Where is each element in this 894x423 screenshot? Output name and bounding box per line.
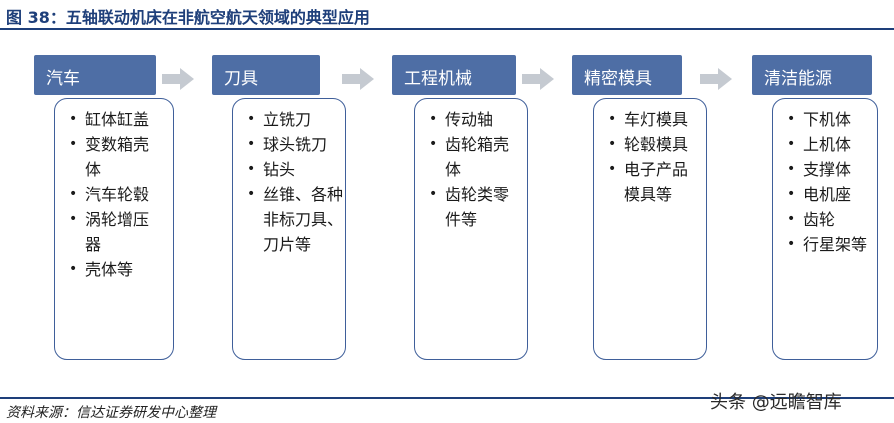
item-list-molds: •车灯模具 •轮毂模具 •电子产品模具等 (593, 98, 707, 360)
list-item: •汽车轮毂 (69, 185, 150, 204)
list-item: •立铣刀 (247, 110, 312, 129)
item-list-auto: •缸体缸盖 •变数箱壳体 •汽车轮毂 •涡轮增压器 •壳体等 (54, 98, 174, 360)
list-item: •车灯模具 (608, 110, 689, 129)
category-header-tools: 刀具 (212, 55, 320, 95)
item-list-tools: •立铣刀 •球头铣刀 •钻头 •丝锥、各种非标刀具、刀片等 (232, 98, 346, 360)
list-item: •传动轴 (429, 110, 494, 129)
category-header-machinery: 工程机械 (392, 55, 516, 95)
list-item: •涡轮增压器 (69, 210, 150, 254)
list-item: •变数箱壳体 (69, 135, 150, 179)
list-item: •齿轮箱壳体 (429, 135, 510, 179)
category-header-auto: 汽车 (34, 55, 156, 95)
flow-arrow-icon (162, 68, 194, 90)
category-header-molds: 精密模具 (572, 55, 682, 95)
item-list-machinery: •传动轴 •齿轮箱壳体 •齿轮类零件等 (414, 98, 528, 360)
item-list-clean-energy: •下机体 •上机体 •支撑体 •电机座 •齿轮 •行星架等 (772, 98, 878, 360)
figure-title: 图 38：五轴联动机床在非航空航天领域的典型应用 (6, 8, 370, 27)
list-item: •壳体等 (69, 260, 134, 279)
list-item: •下机体 (787, 110, 852, 129)
list-item: •丝锥、各种非标刀具、刀片等 (247, 185, 344, 254)
list-item: •轮毂模具 (608, 135, 689, 154)
list-item: •电子产品模具等 (608, 160, 689, 204)
bottom-rule (0, 397, 894, 399)
list-item: •钻头 (247, 160, 296, 179)
category-header-clean-energy: 清洁能源 (752, 55, 872, 95)
top-rule (0, 28, 894, 30)
list-item: •支撑体 (787, 160, 852, 179)
flow-arrow-icon (700, 68, 732, 90)
flow-arrow-icon (342, 68, 374, 90)
flow-arrow-icon (522, 68, 554, 90)
list-item: •缸体缸盖 (69, 110, 150, 129)
list-item: •上机体 (787, 135, 852, 154)
list-item: •齿轮 (787, 210, 836, 229)
list-item: •球头铣刀 (247, 135, 328, 154)
list-item: •电机座 (787, 185, 852, 204)
source-note: 资料来源：信达证券研发中心整理 (6, 405, 216, 421)
list-item: •齿轮类零件等 (429, 185, 510, 229)
list-item: •行星架等 (787, 235, 868, 254)
watermark: 头条 @远瞻智库 (710, 392, 842, 413)
